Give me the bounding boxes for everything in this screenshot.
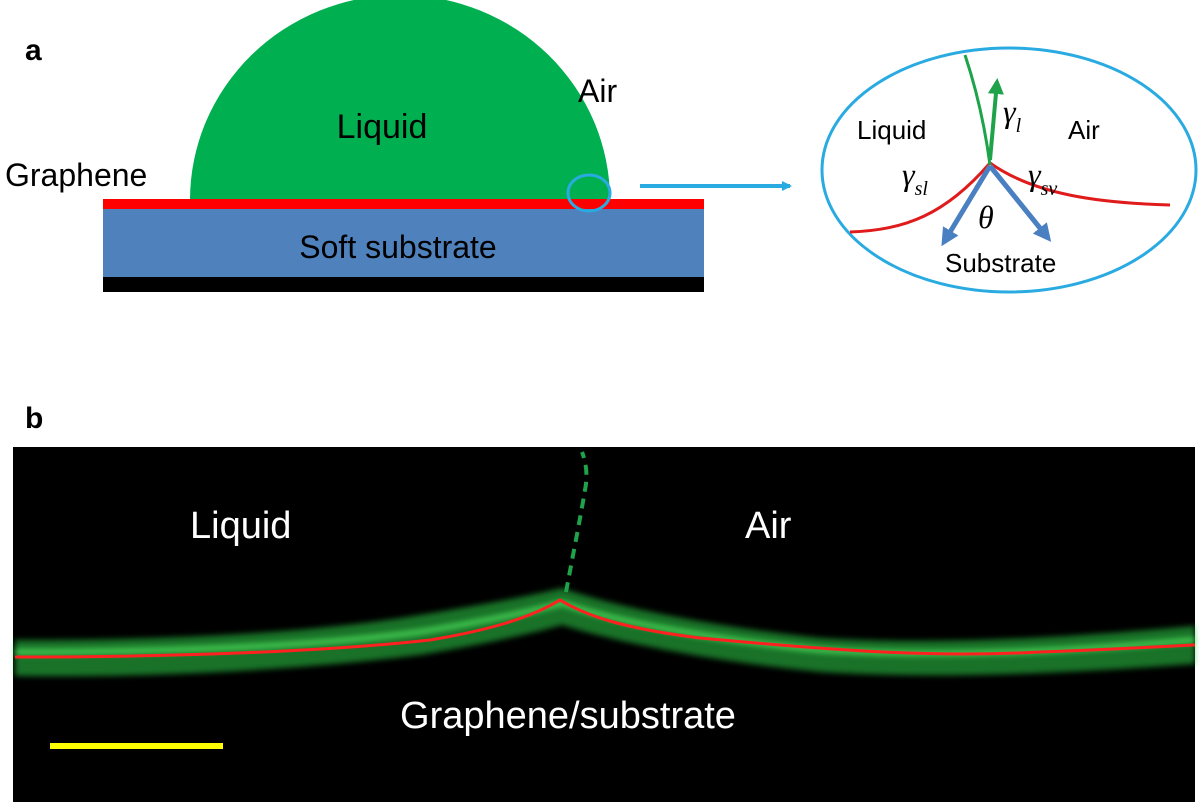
graphene-label: Graphene <box>5 157 147 193</box>
gamma-sl-subscript: sl <box>915 178 929 200</box>
gamma-sl-symbol: γsl <box>902 156 928 200</box>
panel-b-label: b <box>25 402 43 435</box>
gamma-l-subscript: l <box>1016 115 1022 137</box>
image-substrate-label: Graphene/substrate <box>400 695 736 737</box>
inset-ellipse <box>820 46 1198 294</box>
graphene-layer <box>103 199 704 209</box>
soft-substrate-label: Soft substrate <box>299 229 496 265</box>
gamma-l-arrow <box>987 78 1004 161</box>
gamma-sl-arrow <box>941 164 993 247</box>
inset-liquid-label: Liquid <box>857 115 926 145</box>
gamma-sv-arrow <box>988 164 1052 242</box>
panel-a-label: a <box>25 34 42 67</box>
gamma-sl-letter: γ <box>902 156 916 192</box>
theta-symbol: θ <box>978 199 994 235</box>
inset-substrate-label: Substrate <box>945 248 1056 278</box>
contact-line-zoom-circle <box>566 173 612 213</box>
contact-line-inset: Liquid Air Substrate γl γsl γsv θ <box>820 46 1198 294</box>
deformed-substrate-profile <box>14 598 1196 659</box>
gamma-sv-symbol: γsv <box>1028 156 1057 200</box>
panel-a: a Liquid Air Graphene Soft substrate Liq… <box>5 0 1198 294</box>
gamma-sv-letter: γ <box>1028 156 1042 192</box>
substrate-base <box>103 277 704 292</box>
inset-liquid-surface <box>963 54 992 166</box>
air-label: Air <box>578 73 617 109</box>
liquid-air-interface-dashed <box>564 451 589 593</box>
panel-b: b Liquid Air Graphene/substrate <box>13 402 1196 802</box>
gamma-sv-subscript: sv <box>1041 178 1058 200</box>
gamma-l-symbol: γl <box>1003 93 1022 137</box>
liquid-droplet <box>190 0 610 200</box>
droplet-liquid-label: Liquid <box>337 108 428 146</box>
image-liquid-label: Liquid <box>190 505 291 547</box>
gamma-l-letter: γ <box>1003 93 1017 129</box>
scale-bar <box>50 743 223 749</box>
soft-substrate-block <box>103 209 704 277</box>
image-air-label: Air <box>745 505 792 547</box>
inset-air-label: Air <box>1068 115 1100 145</box>
